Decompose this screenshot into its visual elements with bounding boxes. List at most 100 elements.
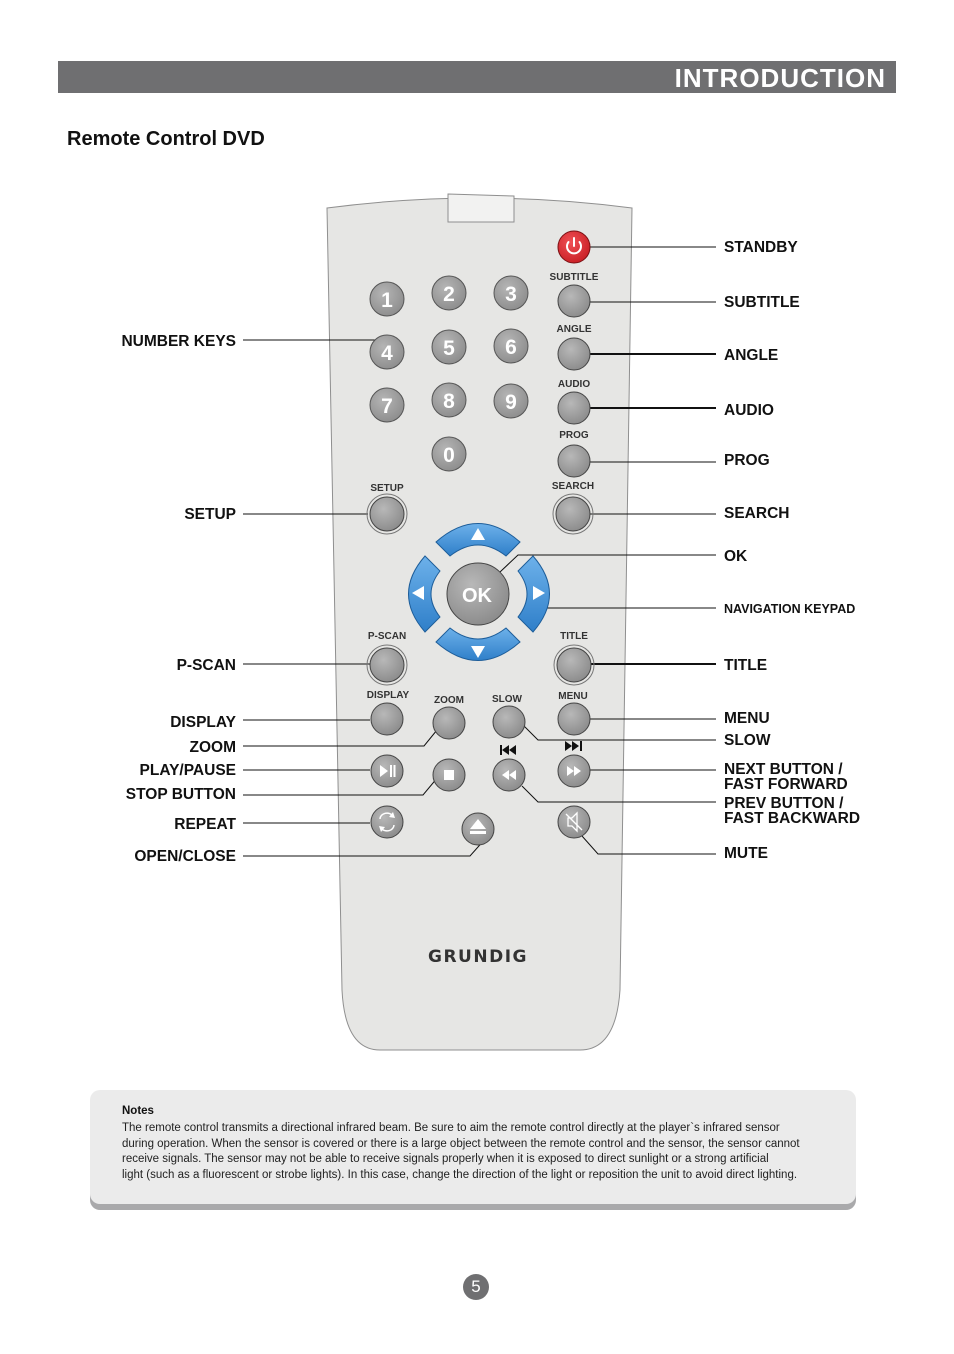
title-caption: TITLE bbox=[560, 631, 588, 642]
setup-button[interactable] bbox=[369, 496, 405, 532]
navigation-keypad: OK bbox=[408, 523, 550, 661]
digit-3-button[interactable]: 3 bbox=[493, 275, 529, 311]
page-number: 5 bbox=[463, 1274, 489, 1300]
rewind-icon bbox=[502, 770, 516, 780]
label-number-keys: NUMBER KEYS bbox=[121, 333, 236, 350]
label-navigation-keypad: NAVIGATION KEYPAD bbox=[724, 602, 856, 616]
label-next-line2: FAST FORWARD bbox=[724, 776, 848, 793]
audio-caption: AUDIO bbox=[558, 379, 590, 390]
repeat-icon bbox=[379, 812, 395, 832]
zoom-button[interactable] bbox=[432, 706, 466, 740]
header-bar: INTRODUCTION bbox=[58, 61, 896, 93]
digit-8-button[interactable]: 8 bbox=[431, 382, 467, 418]
digit-7-button[interactable]: 7 bbox=[369, 387, 405, 423]
ok-button[interactable]: OK bbox=[446, 562, 510, 626]
label-angle: ANGLE bbox=[724, 347, 779, 364]
slow-button[interactable] bbox=[492, 705, 526, 739]
slow-caption: SLOW bbox=[492, 694, 523, 705]
label-setup: SETUP bbox=[184, 506, 236, 523]
label-search: SEARCH bbox=[724, 505, 790, 522]
standby-button[interactable] bbox=[557, 230, 591, 264]
label-repeat: REPEAT bbox=[174, 816, 236, 833]
display-button[interactable] bbox=[370, 702, 404, 736]
notes-line: receive signals. The sensor may not be a… bbox=[122, 1153, 769, 1165]
digit-label: 9 bbox=[505, 391, 517, 414]
nav-down-button[interactable] bbox=[435, 627, 521, 661]
digit-label: 2 bbox=[443, 283, 455, 306]
label-title: TITLE bbox=[724, 657, 768, 674]
digit-9-button[interactable]: 9 bbox=[493, 383, 529, 419]
label-audio: AUDIO bbox=[724, 402, 774, 419]
nav-left-button[interactable] bbox=[408, 555, 441, 633]
digit-label: 8 bbox=[443, 390, 455, 413]
search-caption: SEARCH bbox=[552, 481, 594, 492]
label-mute: MUTE bbox=[724, 845, 768, 862]
title-button[interactable] bbox=[556, 647, 592, 683]
digit-2-button[interactable]: 2 bbox=[431, 275, 467, 311]
digit-1-button[interactable]: 1 bbox=[369, 281, 405, 317]
eject-icon bbox=[470, 819, 486, 834]
label-next-line1: NEXT BUTTON / bbox=[724, 761, 843, 778]
audio-button[interactable] bbox=[557, 391, 591, 425]
fast-forward-icon bbox=[567, 766, 581, 776]
digit-4-button[interactable]: 4 bbox=[369, 334, 405, 370]
digit-label: 0 bbox=[443, 444, 455, 467]
mute-icon bbox=[565, 811, 583, 833]
prog-button[interactable] bbox=[557, 444, 591, 478]
label-standby: STANDBY bbox=[724, 239, 798, 256]
subtitle-caption: SUBTITLE bbox=[550, 272, 599, 283]
prev-icon bbox=[500, 745, 516, 755]
label-prev-line2: FAST BACKWARD bbox=[724, 810, 861, 827]
label-slow: SLOW bbox=[724, 732, 771, 749]
label-stop: STOP BUTTON bbox=[125, 786, 236, 803]
arrow-left-icon bbox=[412, 586, 424, 600]
notes-title: Notes bbox=[122, 1105, 154, 1117]
setup-caption: SETUP bbox=[370, 483, 404, 494]
number-keypad: 1 2 3 4 5 6 7 8 9 0 bbox=[369, 275, 529, 472]
label-zoom: ZOOM bbox=[189, 739, 237, 756]
arrow-down-icon bbox=[471, 646, 485, 658]
angle-button[interactable] bbox=[557, 337, 591, 371]
digit-label: 3 bbox=[505, 283, 517, 306]
notes-line: light (such as a fluorescent or strobe l… bbox=[122, 1168, 798, 1181]
notes-line: The remote control transmits a direction… bbox=[122, 1122, 780, 1134]
section-title: Remote Control DVD bbox=[67, 128, 265, 150]
ok-label: OK bbox=[462, 585, 493, 607]
search-button[interactable] bbox=[555, 496, 591, 532]
notes-text: The remote control transmits a direction… bbox=[122, 1121, 837, 1183]
notes-box: Notes The remote control transmits a dir… bbox=[90, 1090, 856, 1204]
digit-label: 6 bbox=[505, 336, 517, 359]
label-display: DISPLAY bbox=[170, 714, 236, 731]
arrow-up-icon bbox=[471, 528, 485, 540]
digit-5-button[interactable]: 5 bbox=[431, 329, 467, 365]
pscan-caption: P-SCAN bbox=[368, 631, 406, 642]
menu-caption: MENU bbox=[558, 691, 587, 702]
notes-line: during operation. When the sensor is cov… bbox=[122, 1137, 800, 1150]
next-icon bbox=[565, 741, 582, 751]
ir-window bbox=[447, 193, 515, 223]
menu-button[interactable] bbox=[557, 702, 591, 736]
label-prog: PROG bbox=[724, 452, 770, 469]
label-menu: MENU bbox=[724, 710, 770, 727]
digit-0-button[interactable]: 0 bbox=[431, 436, 467, 472]
digit-label: 1 bbox=[381, 289, 393, 312]
power-icon bbox=[566, 237, 582, 255]
pscan-button[interactable] bbox=[369, 647, 405, 683]
digit-label: 7 bbox=[381, 395, 393, 418]
subtitle-button[interactable] bbox=[557, 284, 591, 318]
display-caption: DISPLAY bbox=[367, 690, 410, 701]
label-open-close: OPEN/CLOSE bbox=[134, 848, 236, 865]
prog-caption: PROG bbox=[559, 430, 589, 441]
digit-6-button[interactable]: 6 bbox=[493, 328, 529, 364]
angle-caption: ANGLE bbox=[557, 324, 592, 335]
brand-logo: GRUNDIG bbox=[428, 947, 528, 967]
label-ok: OK bbox=[724, 548, 748, 565]
play-pause-icon bbox=[380, 765, 396, 777]
repeat-button[interactable] bbox=[370, 805, 404, 839]
label-subtitle: SUBTITLE bbox=[724, 294, 800, 311]
digit-label: 5 bbox=[443, 337, 455, 360]
arrow-right-icon bbox=[533, 586, 545, 600]
label-play-pause: PLAY/PAUSE bbox=[139, 762, 236, 779]
digit-label: 4 bbox=[381, 342, 393, 365]
